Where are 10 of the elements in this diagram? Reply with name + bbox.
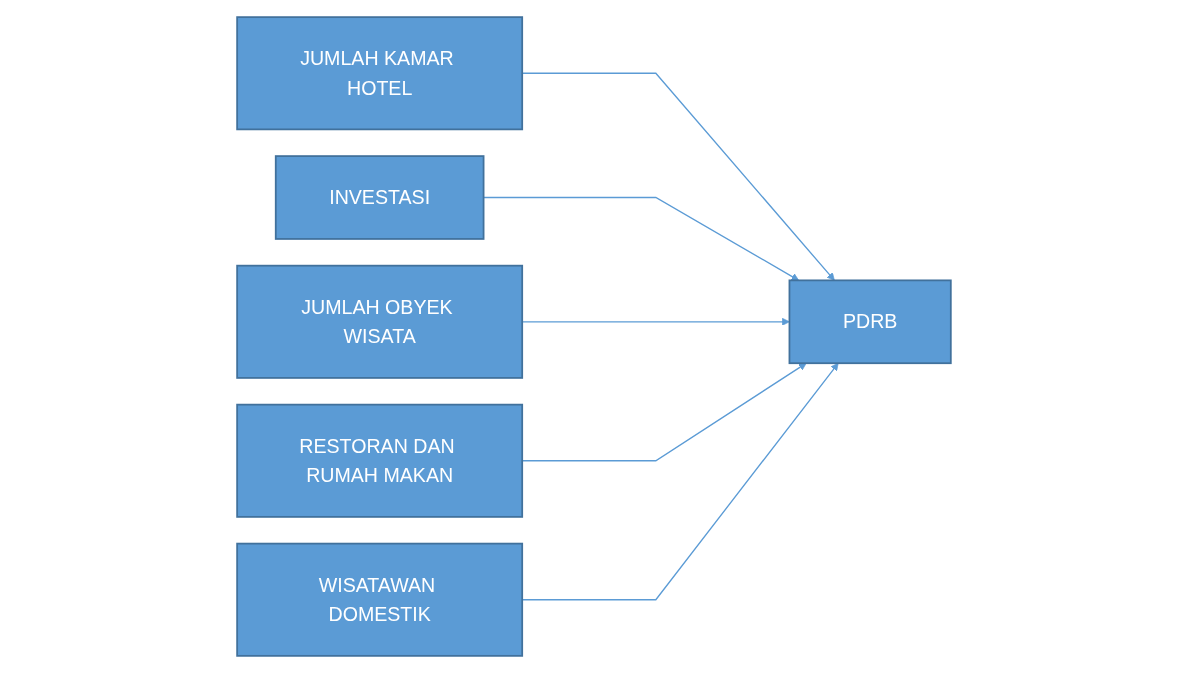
arrow (521, 362, 839, 601)
node-box (788, 279, 952, 365)
node-box (235, 264, 523, 379)
node-box (274, 155, 484, 240)
arrow (521, 362, 807, 462)
node-box (235, 542, 523, 657)
node-box (235, 16, 523, 131)
arrow (521, 72, 835, 281)
node-box (235, 403, 523, 518)
flowchart: JUMLAH KAMAR HOTEL INVESTASI JUMLAH OBYEK WISATA RESTORAN DAN RUMAH MAKAN WISATAWAN DOMESTIK PDRB (229, 10, 958, 663)
